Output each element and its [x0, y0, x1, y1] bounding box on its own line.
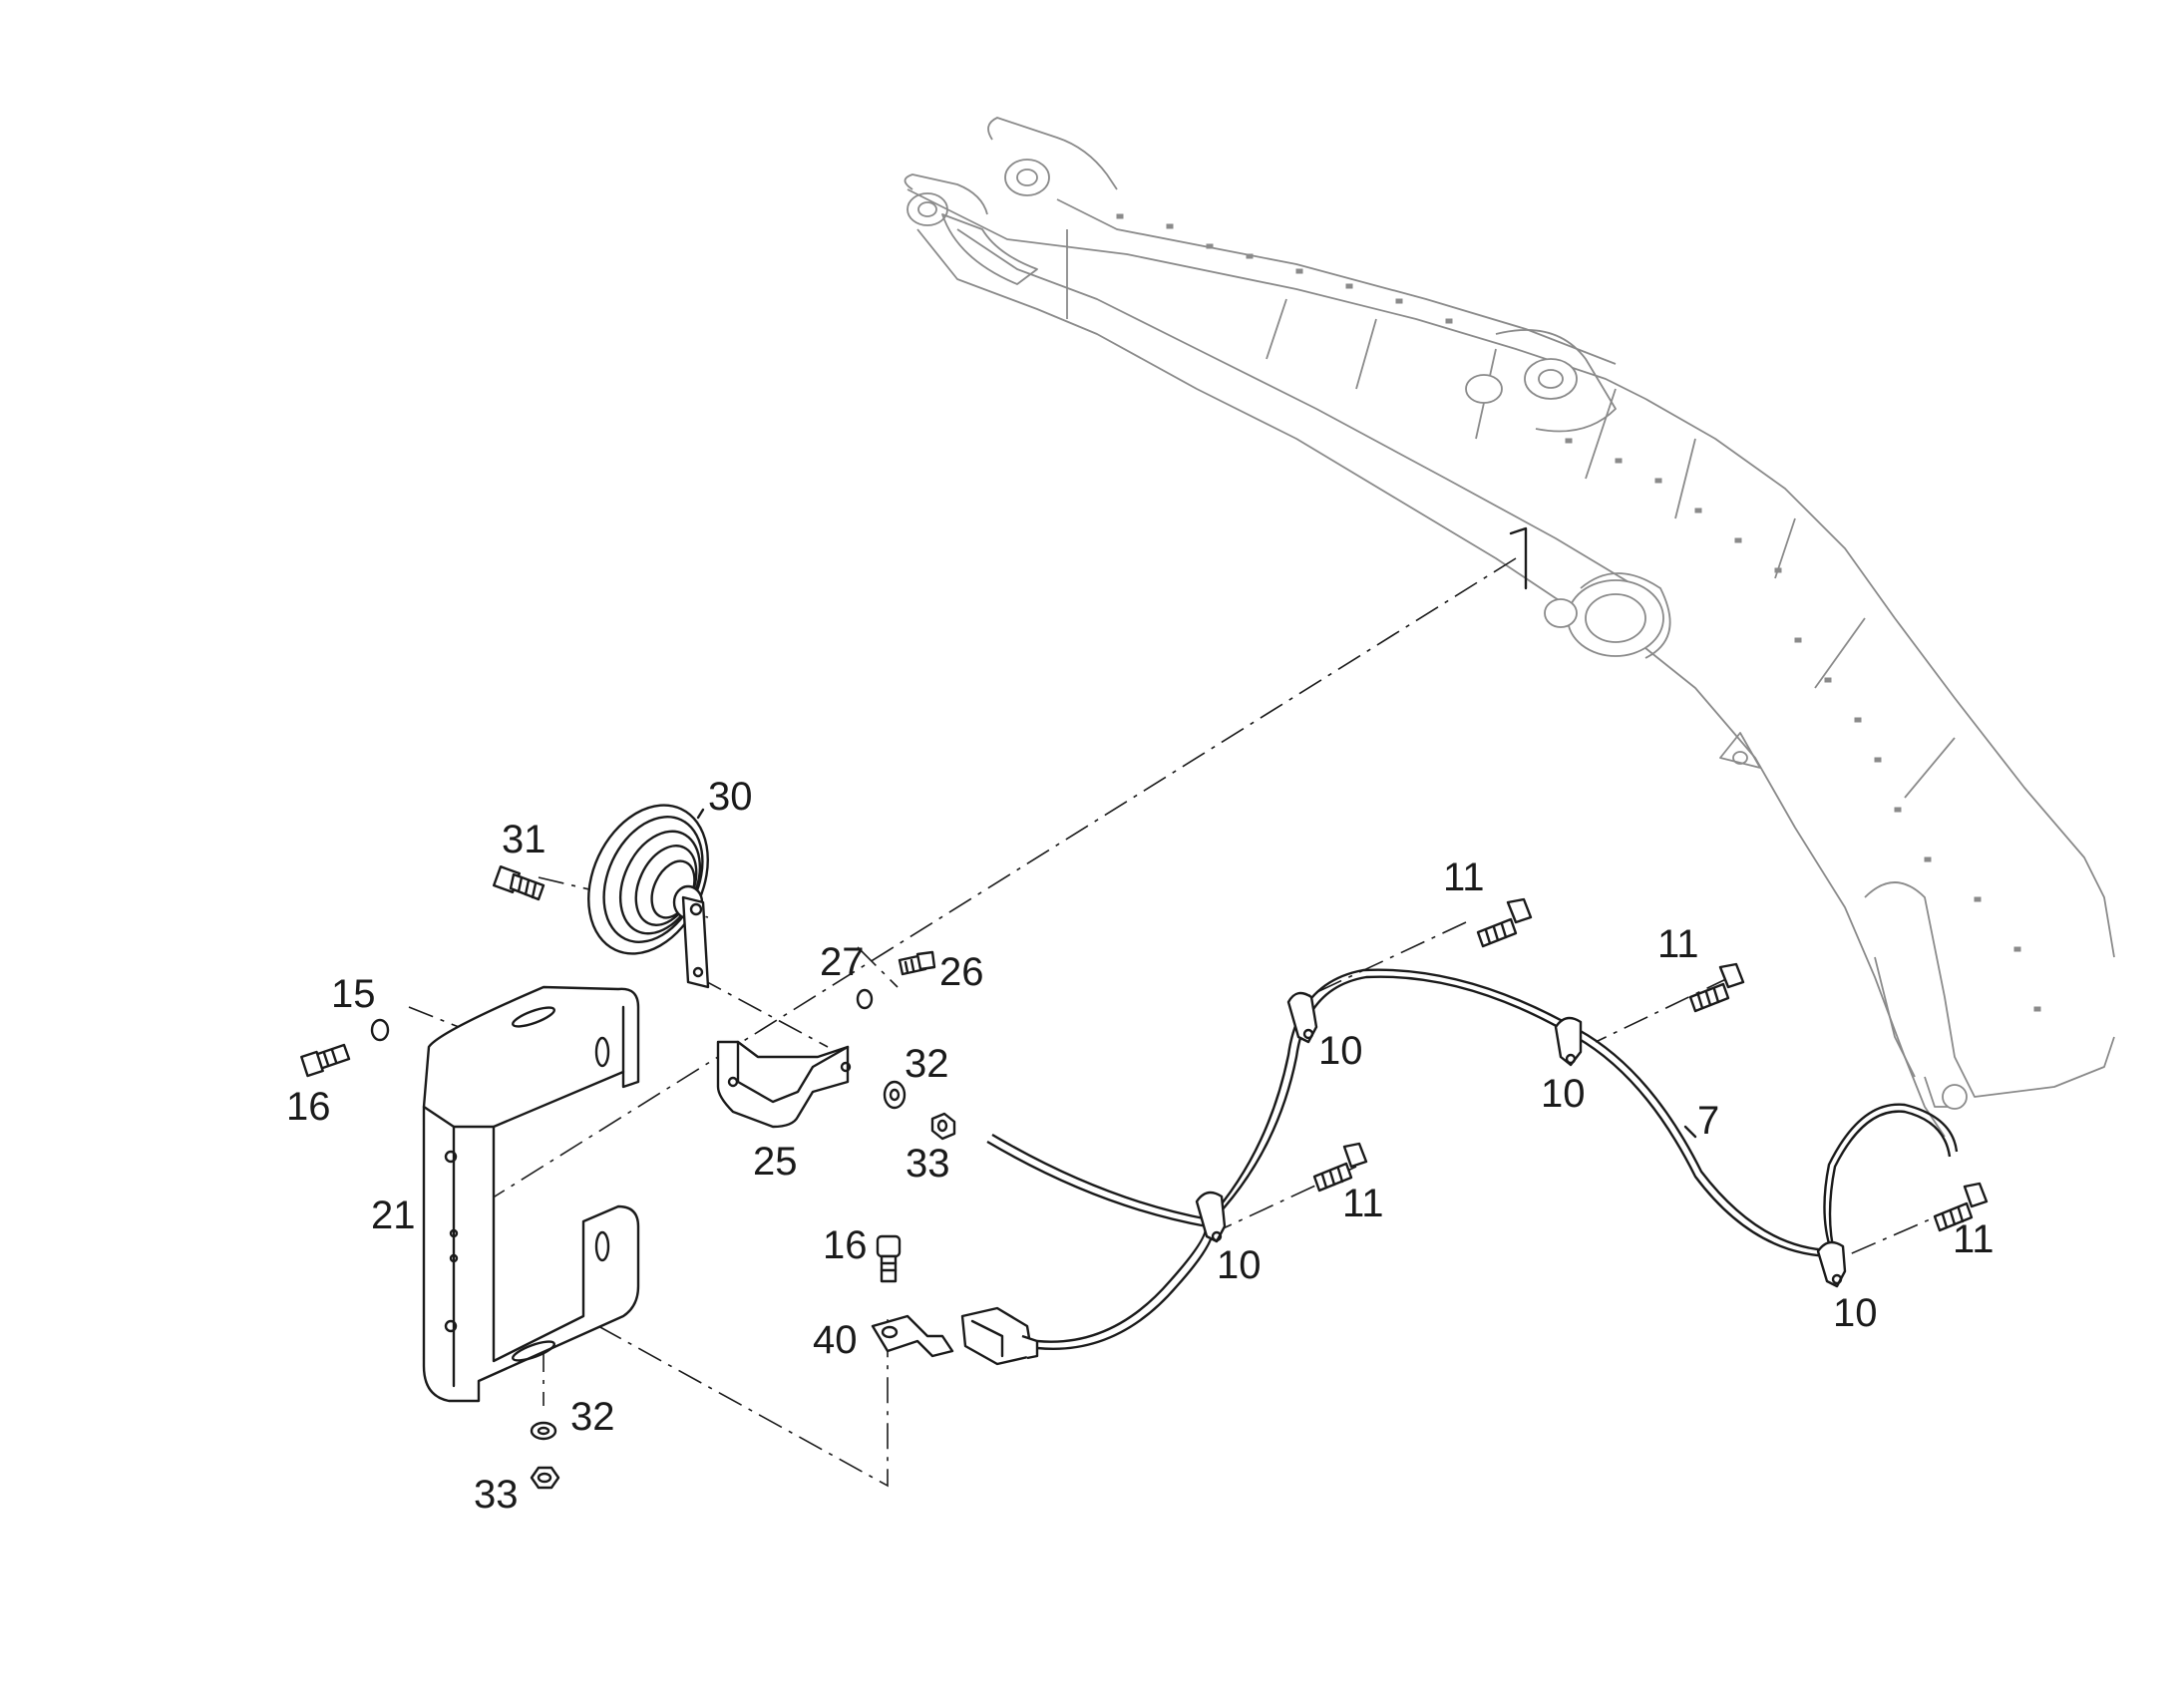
nut-33-bottom	[530, 1466, 560, 1490]
callout-32-right: 32	[905, 1042, 949, 1086]
clamp-10-d	[1816, 1240, 1847, 1288]
nut-33-right	[930, 1112, 956, 1141]
washer-32-bottom	[530, 1421, 557, 1441]
clamp-10-a	[1286, 991, 1318, 1044]
callout-leaders	[696, 808, 1697, 1139]
bolt-16-socket	[876, 1234, 902, 1283]
callout-10-d: 10	[1833, 1291, 1878, 1335]
clamp-10-b	[1554, 1016, 1583, 1067]
callout-10-a: 10	[1318, 1029, 1363, 1073]
washer-32-right	[883, 1080, 907, 1110]
bolt-26	[898, 950, 936, 976]
bolt-16-left	[300, 1043, 351, 1078]
callout-40: 40	[813, 1318, 858, 1362]
bolt-11-d	[1933, 1182, 1989, 1232]
callout-27: 27	[820, 940, 865, 984]
boom-holes	[1116, 213, 2041, 1012]
bracket-21	[422, 985, 640, 1403]
clip-40	[871, 1314, 954, 1358]
bolt-31	[492, 864, 545, 901]
bolt-11-c	[1312, 1142, 1368, 1193]
callout-11-c: 11	[1342, 1182, 1384, 1225]
callout-25: 25	[753, 1140, 798, 1184]
callout-16-left: 16	[286, 1085, 331, 1129]
callout-21: 21	[371, 1194, 416, 1237]
bracket-25	[716, 1040, 852, 1129]
callout-32-bottom: 32	[570, 1395, 615, 1439]
bolt-11-a	[1476, 897, 1533, 948]
horn	[587, 804, 710, 989]
callout-11-d: 11	[1953, 1217, 1995, 1261]
washer-27	[856, 988, 874, 1010]
callout-31: 31	[502, 818, 546, 861]
callout-11-b: 11	[1657, 922, 1699, 966]
callout-10-c: 10	[1217, 1243, 1262, 1287]
callout-10-b: 10	[1541, 1072, 1586, 1116]
callout-33-bottom: 33	[474, 1473, 519, 1517]
clamp-10-c	[1195, 1191, 1227, 1243]
callout-30: 30	[708, 775, 753, 819]
excavator-boom	[904, 117, 2115, 1138]
cable-harness	[986, 968, 1959, 1350]
callout-16-socket: 16	[823, 1223, 868, 1267]
washer-15	[370, 1018, 390, 1042]
callout-numbers: 30 31 27 26 15 16 32 33 25 21 16 40 32 3…	[286, 775, 1995, 1517]
callout-11-a: 11	[1443, 855, 1485, 899]
callout-15: 15	[331, 972, 376, 1016]
callout-7: 7	[1697, 1099, 1719, 1143]
callout-33-right: 33	[906, 1142, 950, 1186]
assembly-leader-lines	[408, 557, 1961, 1488]
bolt-11-b	[1688, 962, 1745, 1013]
wire-connector	[960, 1306, 1039, 1366]
callout-26: 26	[939, 950, 984, 994]
